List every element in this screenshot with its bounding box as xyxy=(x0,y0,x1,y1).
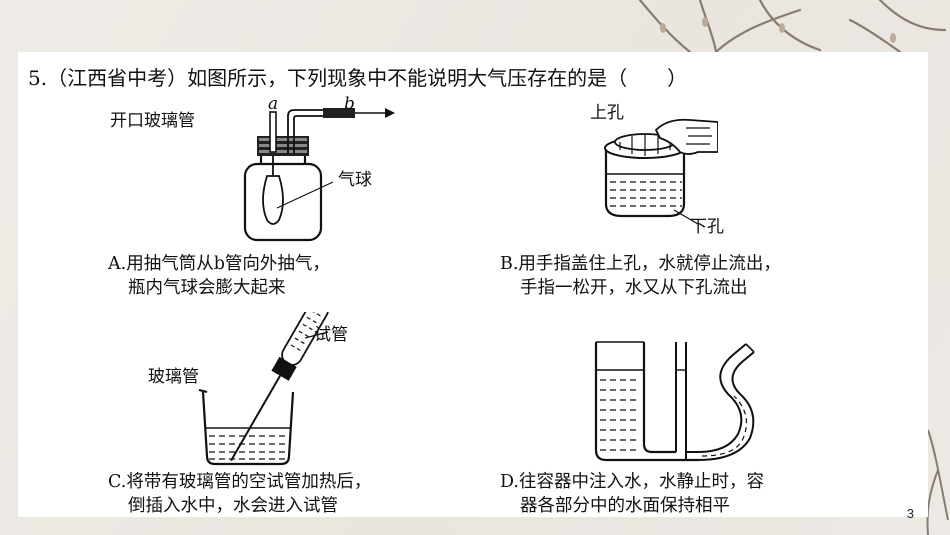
caption-a-line2: 瓶内气球会膨大起来 xyxy=(128,278,286,298)
caption-c: C.将带有玻璃管的空试管加热后， 倒插入水中，水会进入试管 xyxy=(108,470,371,518)
figure-b-container xyxy=(604,118,718,225)
figure-d-connected-vessels xyxy=(594,341,755,462)
question-card: 5.（江西省中考）如图所示，下列现象中不能说明大气压存在的是（ ） xyxy=(18,52,928,517)
caption-d-line2: 器各部分中的水面保持相平 xyxy=(520,496,730,516)
caption-d: D.往容器中注入水，水静止时，容 器各部分中的水面保持相平 xyxy=(500,470,764,518)
label-bottom-hole: 下孔 xyxy=(690,217,724,237)
label-balloon: 气球 xyxy=(338,170,372,190)
label-top-hole: 上孔 xyxy=(590,103,624,123)
label-open-glass-tube: 开口玻璃管 xyxy=(110,111,195,131)
caption-b: B.用手指盖住上孔，水就停止流出， 手指一松开，水又从下孔流出 xyxy=(500,252,781,300)
caption-b-line2: 手指一松开，水又从下孔流出 xyxy=(520,278,748,298)
caption-a: A.用抽气筒从b管向外抽气， 瓶内气球会膨大起来 xyxy=(108,252,330,300)
caption-b-line1: B.用手指盖住上孔，水就停止流出， xyxy=(500,254,781,274)
page-number: 3 xyxy=(906,506,914,521)
caption-d-line1: D.往容器中注入水，水静止时，容 xyxy=(500,472,764,492)
question-text: 5.（江西省中考）如图所示，下列现象中不能说明大气压存在的是（ ） xyxy=(28,66,688,90)
figure-a-bottle xyxy=(243,108,355,242)
label-a: a xyxy=(268,94,279,114)
caption-c-line1: C.将带有玻璃管的空试管加热后， xyxy=(108,472,372,492)
label-glass-tube: 玻璃管 xyxy=(148,367,199,387)
figure-c-beaker xyxy=(198,312,329,466)
arrow-right-icon xyxy=(355,108,395,118)
label-test-tube: 试管 xyxy=(314,325,348,345)
label-b: b xyxy=(344,94,355,114)
caption-a-line1: A.用抽气筒从b管向外抽气， xyxy=(108,254,330,274)
caption-c-line2: 倒插入水中，水会进入试管 xyxy=(128,496,338,516)
